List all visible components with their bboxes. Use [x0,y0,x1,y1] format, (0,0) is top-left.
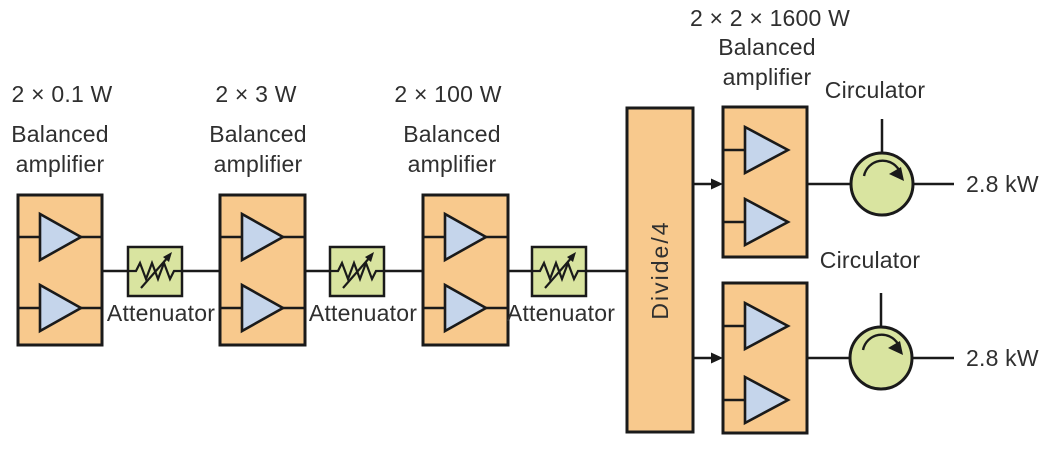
amplifier-triangle-icon [743,374,791,426]
amplifier-triangle-icon [38,211,84,263]
circulator-1 [849,151,915,217]
divider-label: Divide/4 [647,220,673,320]
stage1-type-line1: Balanced [11,121,109,147]
stage4-type-line2: amplifier [722,64,812,90]
circulator-circle [849,151,915,217]
amplifier-port-lines [18,235,102,310]
amplifier-triangle-icon [240,211,286,263]
variable-arrow [544,255,574,289]
stage3-power-label: 2 × 100 W [394,81,502,107]
amplifier-triangle-icon [743,196,791,248]
stage2-type-line1: Balanced [209,121,307,147]
balanced-amplifier-block-4b [721,281,809,435]
amplifier-triangle-icon [443,211,489,263]
variable-arrow-head [163,252,172,262]
divider-block [625,106,695,434]
stage3-type-line2: amplifier [407,151,497,177]
amplifier-box [421,193,510,347]
stage1-type-label: Balanced amplifier [11,119,109,179]
stage4-power-label: 2 × 2 × 1600 W [689,5,851,31]
stage3-type-line1: Balanced [403,121,501,147]
amplifier-port-lines [723,324,745,402]
arrowhead-divider-to-amp4 [711,178,723,190]
stage2-type-line2: amplifier [213,151,303,177]
amplifier-port-lines [423,235,508,310]
circulator1-label: Circulator [824,77,926,103]
amplifier-triangle-icon [443,282,489,334]
balanced-amplifier-block-2 [218,193,307,347]
stage1-power-label: 2 × 0.1 W [11,81,113,107]
attenuator-block-1 [126,245,184,298]
amplifier-box [218,193,307,347]
variable-arrow [342,255,372,289]
clockwise-arrow-head [889,167,904,181]
balanced-amplifier-block-1 [16,193,104,347]
variable-arrow [140,255,170,289]
arrowhead-divider-to-amp5 [711,352,723,364]
stage2-type-label: Balanced amplifier [209,119,307,179]
attenuator-block-2 [328,245,386,298]
output2-power-label: 2.8 kW [966,345,1039,371]
amplifier-triangle-icon [743,124,791,176]
amplifier-port-lines [220,235,305,310]
divider-box [625,106,695,434]
attenuator2-label: Attenuator [308,300,418,326]
circulator-2 [848,325,914,391]
stage2-power-label: 2 × 3 W [215,81,297,107]
amplifier-triangle-icon [743,300,791,352]
balanced-amplifier-block-4a [721,105,809,259]
clockwise-arrow-icon [861,333,900,351]
amplifier-box [16,193,104,347]
amplifier-triangle-icon [38,282,84,334]
clockwise-arrow-icon [862,159,901,177]
circulator2-label: Circulator [819,247,921,273]
amplifier-port-lines [723,148,745,224]
stage1-type-line2: amplifier [15,151,105,177]
connector-lines [102,119,954,360]
stage4-type-label: Balanced amplifier [718,32,816,92]
stage4-type-line1: Balanced [718,34,816,60]
stage3-type-label: Balanced amplifier [403,119,501,179]
circulator-circle [848,325,914,391]
variable-arrow-head [365,252,374,262]
attenuator-block-3 [530,245,588,298]
amplifier-triangle-icon [240,282,286,334]
output1-power-label: 2.8 kW [966,171,1039,197]
variable-arrow-head [567,252,576,262]
balanced-amplifier-block-3 [421,193,510,347]
attenuator1-label: Attenuator [106,300,216,326]
attenuator3-label: Attenuator [506,300,616,326]
clockwise-arrow-head [888,341,903,355]
